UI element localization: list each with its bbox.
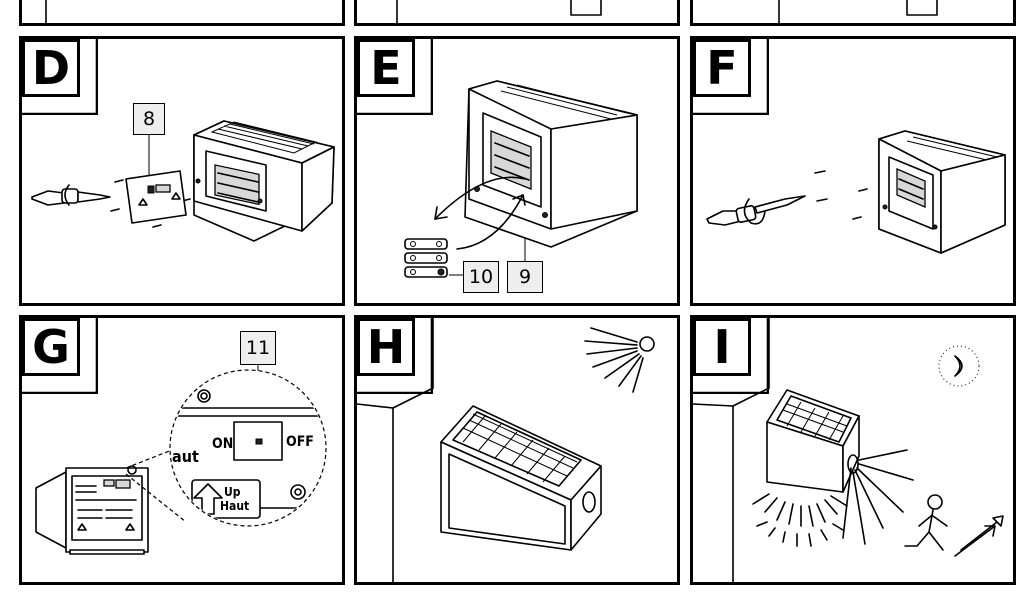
panel-letter: D <box>22 39 80 97</box>
panel-top-right-partial <box>690 0 1016 26</box>
panel-tab-corner <box>693 318 769 394</box>
panel-e: E 10 9 <box>354 36 680 306</box>
screwdriver-icon <box>31 184 111 206</box>
panel-d: D 8 <box>19 36 345 306</box>
screwdriver-icon <box>706 195 806 226</box>
panel-f-art <box>706 130 1006 254</box>
switch-off-label: OFF <box>286 434 314 450</box>
panel-i-art <box>693 318 1004 582</box>
solar-lamp-icon <box>878 130 1006 254</box>
panel-h-art <box>357 318 655 582</box>
partial-panel-art <box>778 0 938 23</box>
side-label: aut <box>172 447 199 466</box>
panel-tab-corner <box>22 39 98 115</box>
callout-8: 8 <box>133 103 165 135</box>
callout-9: 9 <box>507 261 543 293</box>
panel-tab-corner <box>693 39 769 115</box>
panel-top-left-partial <box>19 0 345 26</box>
mounting-plate-icon <box>125 170 187 224</box>
solar-lamp-icon <box>440 405 602 551</box>
panel-h: H <box>354 315 680 585</box>
panel-i: I <box>690 315 1016 585</box>
haut-label: Haut <box>220 499 249 513</box>
panel-d-art <box>31 120 335 242</box>
panel-tab-corner <box>22 318 98 394</box>
moon-icon <box>938 345 980 387</box>
remove-arrow-icon <box>434 176 526 250</box>
partial-panel-art <box>45 0 47 23</box>
switch-on-label: ON <box>212 436 233 452</box>
panel-e-art <box>404 80 638 278</box>
walking-person-icon <box>904 494 948 551</box>
partial-panel-art <box>396 0 602 23</box>
panel-top-middle-partial <box>354 0 680 26</box>
panel-g: G 11 ON OFF <box>19 315 345 585</box>
solar-lamp-icon <box>464 80 638 248</box>
magnifier-circle-icon: ON OFF aut Up Haut <box>169 369 327 527</box>
panel-tab-corner <box>357 318 433 394</box>
direction-arrow-icon <box>954 525 996 557</box>
solar-lamp-icon <box>766 389 860 493</box>
panel-g-art: ON OFF aut Up Haut <box>35 365 327 555</box>
panel-tab-corner <box>357 39 433 115</box>
sun-icon <box>584 327 655 393</box>
panel-f: F <box>690 36 1016 306</box>
solar-lamp-icon <box>193 120 335 242</box>
up-label: Up <box>224 485 241 499</box>
battery-icon <box>404 238 448 278</box>
callout-11: 11 <box>240 331 276 365</box>
panel-letter: F <box>693 39 751 97</box>
panel-letter: E <box>357 39 415 97</box>
light-rays-icon <box>752 449 914 547</box>
callout-10: 10 <box>463 261 499 293</box>
panel-letter: I <box>693 318 751 376</box>
solar-lamp-icon <box>35 465 149 555</box>
panel-letter: H <box>357 318 415 376</box>
panel-letter: G <box>22 318 80 376</box>
direction-arrow-outline <box>960 515 1004 551</box>
